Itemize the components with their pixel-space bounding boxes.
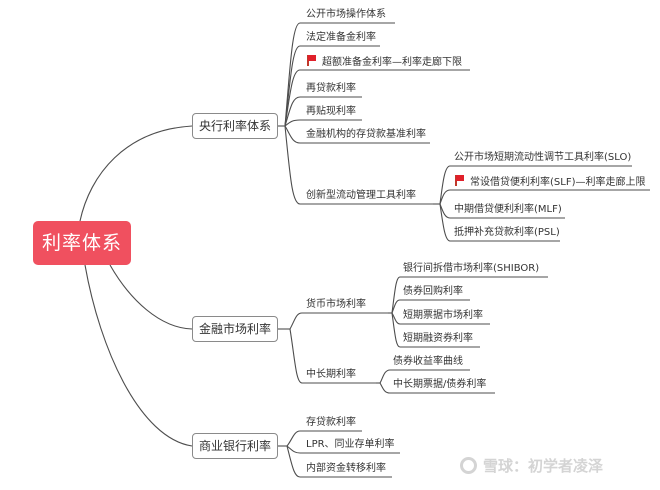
leaf-short-financing[interactable]: 短期融资券利率 (403, 333, 473, 344)
link-to-shibor (391, 276, 548, 314)
link-to-money-market (289, 312, 388, 330)
link-to-rediscount (284, 119, 362, 127)
leaf-rediscount[interactable]: 再贴现利率 (306, 106, 356, 117)
link-to-psl (439, 203, 560, 242)
leaf-slf-label: 常设借贷便利利率(SLF)—利率走廊上限 (470, 177, 646, 188)
link-to-mlf (439, 203, 565, 219)
leaf-shibor[interactable]: 银行间拆借市场利率(SHIBOR) (403, 263, 540, 274)
red-flag-icon (306, 55, 317, 66)
branch-commercial-bank[interactable]: 商业银行利率 (192, 433, 278, 459)
leaf-lpr[interactable]: LPR、同业存单利率 (306, 439, 395, 450)
link-to-relending (284, 96, 362, 127)
leaf-long-term[interactable]: 中长期利率 (306, 369, 356, 380)
leaf-yield-curve[interactable]: 债券收益率曲线 (393, 356, 463, 367)
root-node[interactable]: 利率体系 (33, 221, 131, 265)
leaf-slf[interactable]: 常设借贷便利利率(SLF)—利率走廊上限 (454, 175, 645, 189)
leaf-short-bill[interactable]: 短期票据市场利率 (403, 310, 483, 321)
watermark: 雪球：初学者凌泽 (460, 455, 603, 477)
leaf-slo[interactable]: 公开市场短期流动性调节工具利率(SLO) (454, 152, 632, 163)
link-root-commercial-bank (84, 264, 193, 447)
red-flag-icon (454, 175, 465, 186)
link-to-slo (439, 165, 632, 205)
link-to-lpr (286, 445, 400, 454)
link-to-slf (439, 189, 650, 205)
leaf-excess-reserve-label: 超额准备金利率—利率走廊下限 (322, 57, 462, 68)
leaf-relending[interactable]: 再贷款利率 (306, 83, 356, 94)
leaf-deposit-loan[interactable]: 存贷款利率 (306, 417, 356, 428)
leaf-psl[interactable]: 抵押补充贷款利率(PSL) (454, 227, 560, 238)
leaf-open-market-ops[interactable]: 公开市场操作体系 (306, 9, 386, 20)
leaf-excess-reserve[interactable]: 超额准备金利率—利率走廊下限 (306, 55, 462, 69)
link-to-short-financing (391, 312, 480, 348)
watermark-text: 雪球：初学者凌泽 (483, 457, 604, 475)
link-to-open-market-ops (284, 22, 395, 127)
leaf-benchmark-rate[interactable]: 金融机构的存贷款基准利率 (306, 129, 426, 140)
leaf-mid-long-bill[interactable]: 中长期票据/债券利率 (393, 379, 487, 390)
link-to-innovative-tools (284, 125, 433, 205)
link-to-short-bill (391, 312, 490, 325)
link-to-long-term (289, 328, 380, 384)
link-root-financial-market (109, 264, 193, 330)
leaf-money-market[interactable]: 货币市场利率 (306, 299, 366, 310)
link-to-excess-reserve (284, 69, 470, 127)
link-to-ftp (286, 445, 392, 478)
branch-central-bank[interactable]: 央行利率体系 (192, 113, 278, 139)
link-to-mid-long-bill (379, 382, 495, 394)
leaf-statutory-reserve[interactable]: 法定准备金利率 (306, 32, 376, 43)
snowball-logo-icon (460, 457, 477, 474)
leaf-repo[interactable]: 债券回购利率 (403, 286, 463, 297)
link-to-benchmark-rate (284, 125, 430, 144)
link-root-central-bank (79, 125, 193, 222)
leaf-ftp[interactable]: 内部资金转移利率 (306, 463, 386, 474)
leaf-mlf[interactable]: 中期借贷便利利率(MLF) (454, 204, 562, 215)
link-to-repo (391, 299, 470, 314)
link-to-yield-curve (379, 369, 470, 384)
branch-financial-market[interactable]: 金融市场利率 (192, 316, 278, 342)
link-to-deposit-loan (286, 430, 362, 447)
leaf-innovative-tools[interactable]: 创新型流动管理工具利率 (306, 190, 416, 201)
